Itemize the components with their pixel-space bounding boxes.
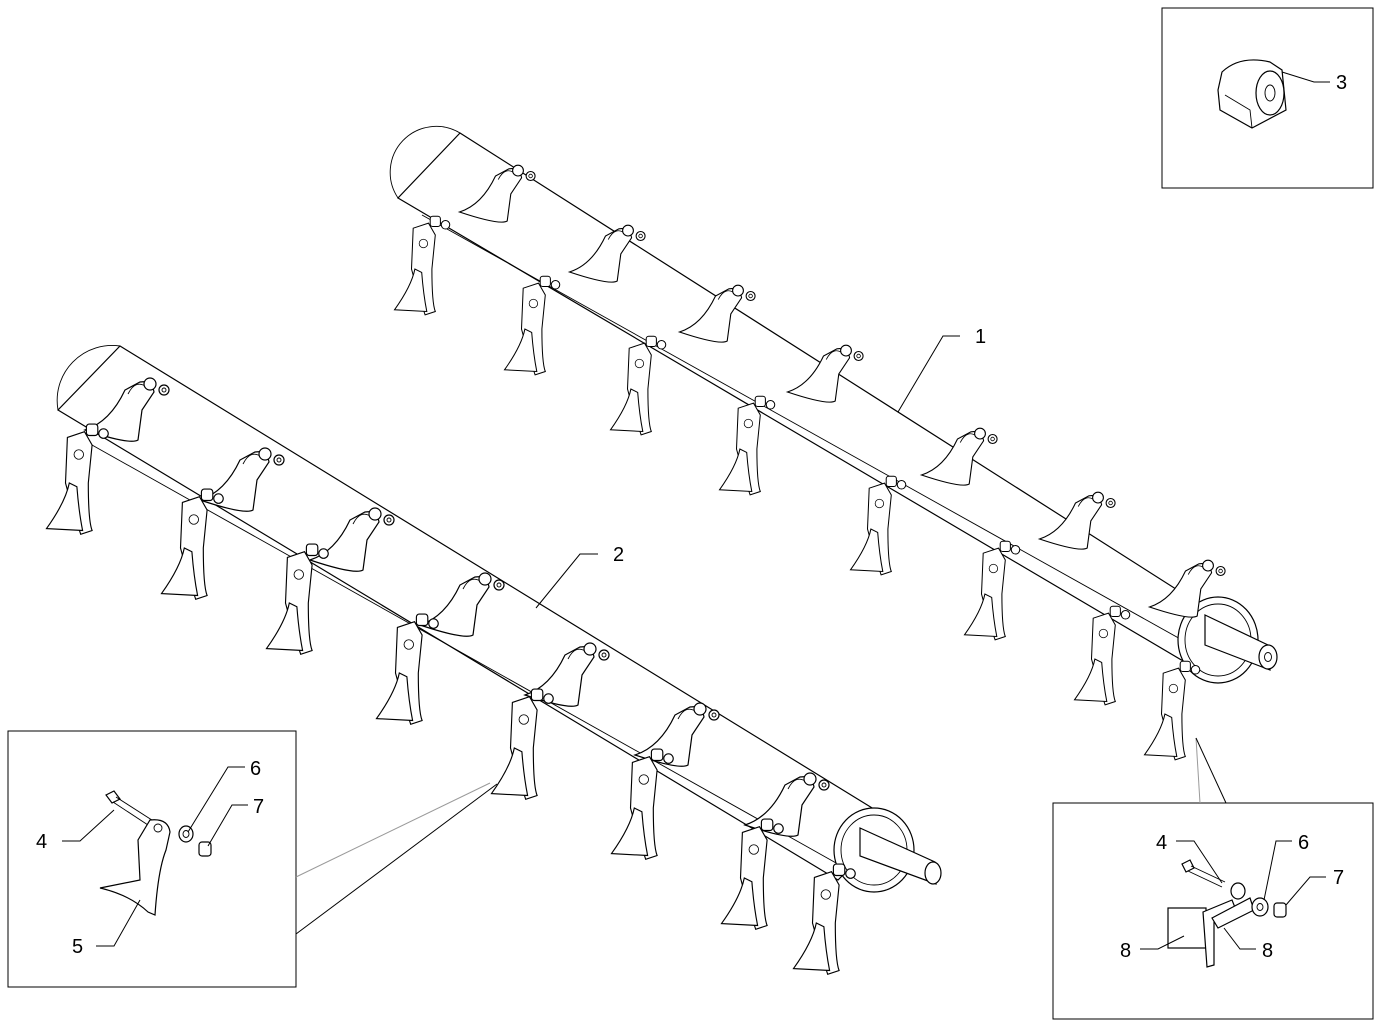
blade-assembly — [718, 395, 776, 496]
callout-2: 2 — [613, 544, 624, 566]
blade-assembly — [609, 335, 667, 436]
callout-1: 1 — [975, 326, 986, 348]
blade-assembly — [45, 423, 109, 536]
callout-3: 3 — [1336, 72, 1347, 94]
inset-connector-lines — [295, 737, 1227, 935]
blade-assembly — [720, 818, 784, 931]
blade-assembly — [265, 543, 329, 656]
callout-labels: 1 2 3 4 5 6 7 4 6 7 8 8 — [36, 72, 1347, 962]
blade-part-8-left — [1167, 907, 1207, 949]
blade-assembly — [1147, 559, 1226, 618]
washer-part-6 — [1230, 882, 1269, 917]
washer-part-6 — [178, 825, 194, 843]
blade-assembly — [1143, 660, 1201, 761]
callout-right-4: 4 — [1156, 832, 1167, 854]
callout-leaders — [62, 71, 1330, 950]
callout-right-6: 6 — [1298, 832, 1309, 854]
bolt-part-4 — [105, 790, 156, 828]
blade-assembly — [849, 475, 907, 576]
blade-assembly — [1073, 605, 1131, 706]
blade-assembly — [393, 215, 451, 316]
inset-box-right-blade-detail — [1052, 802, 1374, 1020]
inset-box-left-blade-detail — [7, 730, 297, 988]
blade-assembly — [610, 748, 674, 861]
bolt-part-4 — [1181, 859, 1226, 888]
bushing-part-3 — [1217, 59, 1287, 129]
blade-assembly — [963, 540, 1021, 641]
blade-part-5 — [99, 819, 171, 916]
right-inset-parts — [1167, 859, 1287, 968]
blade-assembly — [785, 344, 864, 403]
blade-assembly — [1037, 491, 1116, 550]
callout-right-8b: 8 — [1262, 940, 1273, 962]
callout-left-7: 7 — [253, 796, 264, 818]
nut-part-7 — [1273, 902, 1287, 918]
callout-right-8a: 8 — [1120, 940, 1131, 962]
inset-box-part-3 — [1161, 7, 1374, 189]
blade-assembly — [677, 284, 756, 343]
callout-left-6: 6 — [250, 758, 261, 780]
blade-assembly — [375, 613, 439, 726]
blade-assembly — [919, 427, 998, 486]
blade-assembly — [490, 688, 554, 801]
blade-part-8-right — [1202, 897, 1255, 968]
blade-assembly — [160, 488, 224, 601]
blade-assembly — [567, 224, 646, 283]
blade-assembly — [83, 377, 170, 442]
callout-left-4: 4 — [36, 831, 47, 853]
rotor-2-blades — [45, 377, 856, 976]
callout-left-5: 5 — [72, 936, 83, 958]
blade-assembly — [792, 863, 856, 976]
callout-right-7: 7 — [1333, 867, 1344, 889]
blade-assembly — [457, 164, 536, 223]
blade-assembly — [503, 275, 561, 376]
left-inset-parts — [99, 790, 212, 916]
rotor-1-blades — [393, 164, 1226, 761]
